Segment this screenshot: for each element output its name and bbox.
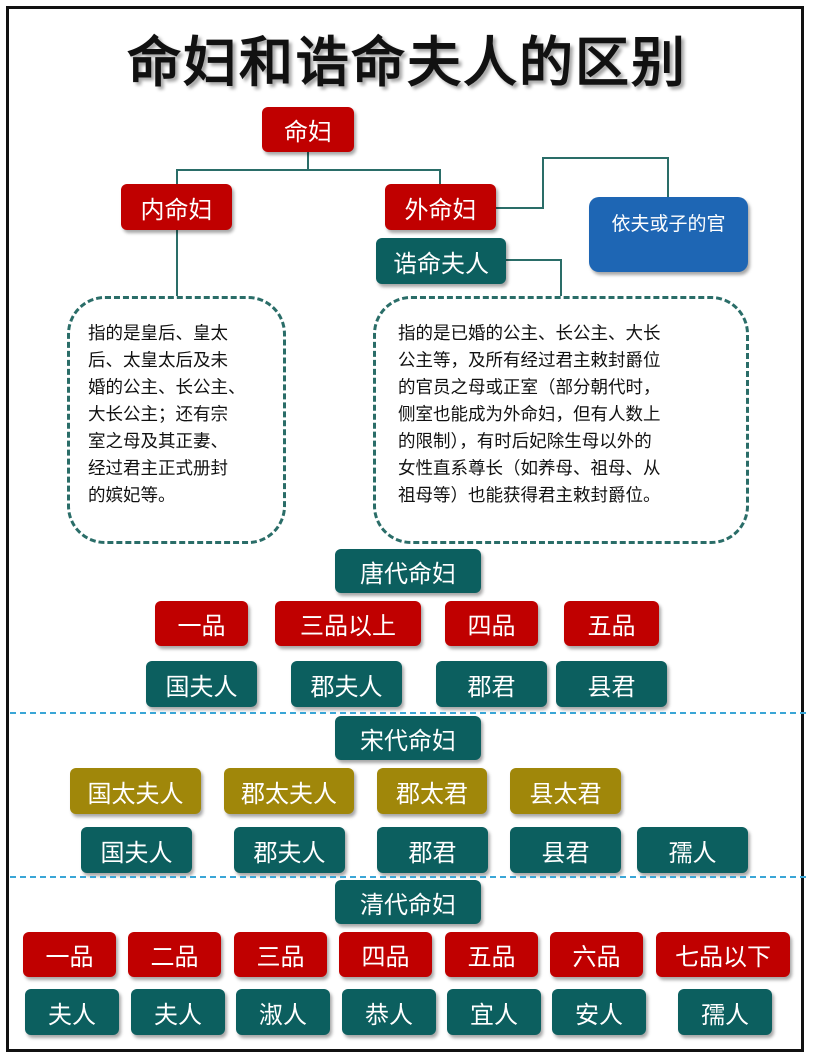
tang-rank: 一品 xyxy=(155,601,248,646)
qing-rank: 六品 xyxy=(550,932,643,977)
qing-rank: 七品以下 xyxy=(656,932,790,977)
inner-mingfu-description: 指的是皇后、皇太 后、太皇太后及未 婚的公主、长公主、 大长公主；还有宗 室之母… xyxy=(67,296,286,544)
qing-title: 夫人 xyxy=(25,989,119,1035)
tang-rank: 四品 xyxy=(445,601,538,646)
tang-rank: 五品 xyxy=(564,601,659,646)
song-rank: 国太夫人 xyxy=(70,768,201,814)
node-by-husband-son-rank: 依夫或子的官 xyxy=(589,197,748,272)
node-inner-mingfu: 内命妇 xyxy=(121,184,232,230)
qing-title: 恭人 xyxy=(342,989,436,1035)
node-mingfu: 命妇 xyxy=(262,107,354,152)
qing-title: 安人 xyxy=(552,989,646,1035)
tang-title: 县君 xyxy=(556,661,667,707)
song-header: 宋代命妇 xyxy=(335,716,481,760)
qing-title: 淑人 xyxy=(236,989,330,1035)
qing-rank: 四品 xyxy=(339,932,432,977)
qing-rank: 三品 xyxy=(234,932,327,977)
tang-header: 唐代命妇 xyxy=(335,549,481,593)
song-rank: 县太君 xyxy=(510,768,621,814)
node-gaoming-furen: 诰命夫人 xyxy=(376,238,506,284)
song-title: 郡夫人 xyxy=(234,827,345,873)
song-rank: 郡太君 xyxy=(377,768,487,814)
song-title: 县君 xyxy=(510,827,621,873)
qing-rank: 二品 xyxy=(128,932,221,977)
page-title: 命妇和诰命夫人的区别 xyxy=(127,30,687,94)
section-divider xyxy=(10,876,806,878)
qing-title: 宜人 xyxy=(447,989,541,1035)
tang-title: 国夫人 xyxy=(146,661,257,707)
qing-title: 孺人 xyxy=(678,989,772,1035)
node-outer-mingfu: 外命妇 xyxy=(385,184,496,230)
song-title: 国夫人 xyxy=(81,827,192,873)
tang-title: 郡君 xyxy=(436,661,547,707)
page-frame xyxy=(6,6,804,1052)
outer-mingfu-description: 指的是已婚的公主、长公主、大长 公主等，及所有经过君主敕封爵位 的官员之母或正室… xyxy=(373,296,749,544)
song-title: 郡君 xyxy=(377,827,488,873)
song-title: 孺人 xyxy=(637,827,748,873)
tang-rank: 三品以上 xyxy=(275,601,421,646)
qing-header: 清代命妇 xyxy=(335,880,481,924)
qing-rank: 五品 xyxy=(445,932,538,977)
song-rank: 郡太夫人 xyxy=(224,768,354,814)
qing-title: 夫人 xyxy=(131,989,225,1035)
tang-title: 郡夫人 xyxy=(291,661,402,707)
qing-rank: 一品 xyxy=(23,932,116,977)
section-divider xyxy=(10,712,806,714)
